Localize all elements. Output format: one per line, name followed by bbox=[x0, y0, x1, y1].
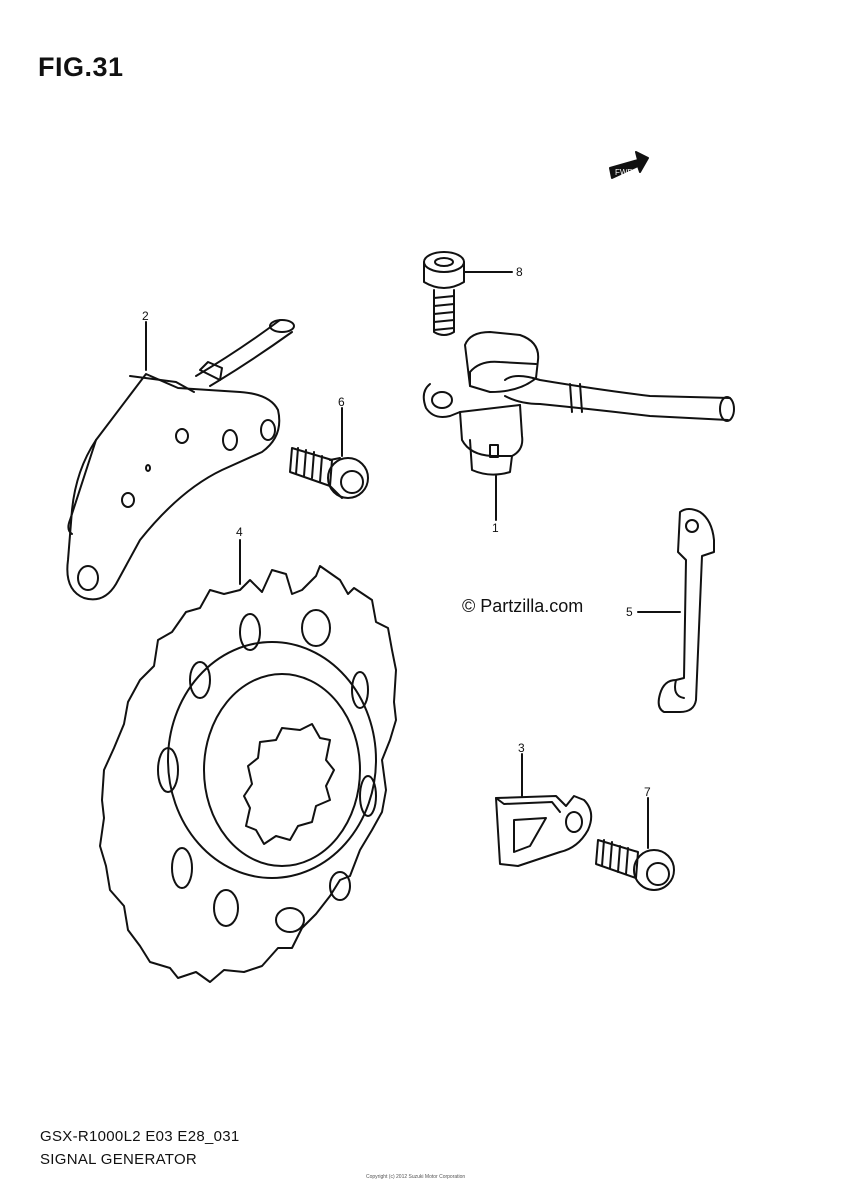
callout-5: 5 bbox=[626, 605, 633, 619]
sensor-part-1 bbox=[422, 331, 735, 521]
callout-4: 4 bbox=[236, 525, 243, 539]
fwd-label: FWD bbox=[615, 168, 633, 177]
callout-1: 1 bbox=[492, 521, 499, 535]
callout-2: 2 bbox=[142, 309, 149, 323]
model-code: GSX-R1000L2 E03 E28_031 bbox=[40, 1128, 240, 1145]
callout-7: 7 bbox=[644, 785, 651, 799]
copyright-note: Copyright (c) 2012 Suzuki Motor Corporat… bbox=[366, 1174, 466, 1180]
bolt-part-8 bbox=[423, 251, 513, 336]
sprocket-part-4 bbox=[99, 539, 397, 983]
clamp-part-5 bbox=[637, 508, 715, 713]
bolt-part-7 bbox=[595, 797, 675, 891]
callout-3: 3 bbox=[518, 741, 525, 755]
callout-6: 6 bbox=[338, 395, 345, 409]
fwd-arrow-icon: FWD bbox=[609, 151, 649, 179]
bracket-part-2 bbox=[66, 319, 295, 601]
section-name: SIGNAL GENERATOR bbox=[40, 1151, 198, 1168]
plate-part-3 bbox=[495, 753, 593, 867]
bolt-part-6 bbox=[289, 407, 369, 499]
figure-title: FIG.31 bbox=[38, 52, 124, 82]
callout-8: 8 bbox=[516, 265, 523, 279]
watermark-text: © Partzilla.com bbox=[462, 596, 584, 616]
